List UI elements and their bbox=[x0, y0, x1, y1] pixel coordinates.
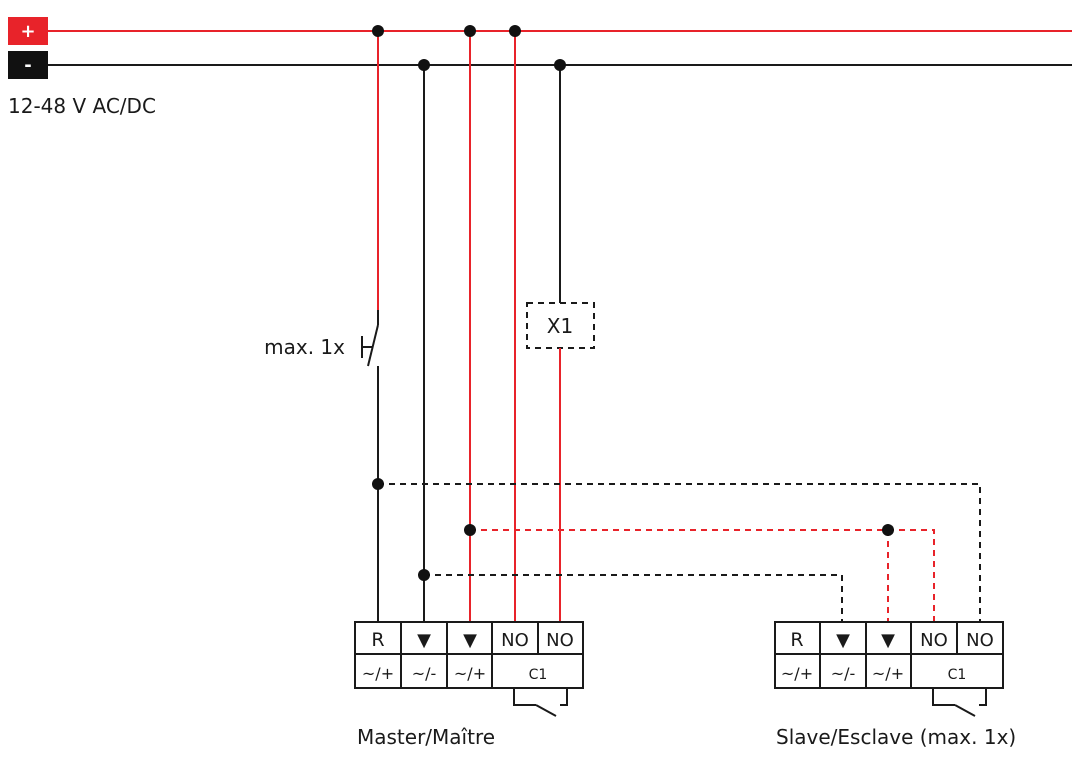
slave-r-link bbox=[378, 483, 981, 622]
slave-module: R ▼ ▼ NO NO ~/+ ~/- ~/+ C1 Slave/Esclave… bbox=[774, 621, 1016, 749]
master-contact-label: C1 bbox=[529, 667, 548, 683]
master-terminal-no2: NO bbox=[546, 630, 574, 651]
slave-no-link bbox=[470, 529, 935, 622]
junction-node bbox=[418, 569, 430, 581]
positive-terminal-label: + bbox=[20, 21, 35, 42]
slave-terminal-pos1: ~/+ bbox=[781, 664, 813, 683]
junction-node bbox=[372, 478, 384, 490]
slave-caption: Slave/Esclave (max. 1x) bbox=[776, 725, 1016, 749]
pushbutton-label: max. 1x bbox=[264, 335, 345, 359]
slave-terminal-neg: ~/- bbox=[831, 664, 856, 683]
master-terminal-pos1: ~/+ bbox=[362, 664, 394, 683]
master-caption: Master/Maître bbox=[357, 725, 495, 749]
load-x1-label: X1 bbox=[547, 314, 573, 338]
negative-terminal-label: - bbox=[24, 55, 31, 76]
slave-arrow-down-icon: ▼ bbox=[881, 630, 895, 651]
slave-terminal-no2: NO bbox=[966, 630, 994, 651]
slave-terminal-r: R bbox=[790, 629, 803, 651]
junction-node bbox=[372, 25, 384, 37]
slave-terminal-pos2: ~/+ bbox=[872, 664, 904, 683]
master-terminal-neg: ~/- bbox=[412, 664, 437, 683]
pushbutton-contact-blade bbox=[367, 324, 379, 367]
negative-terminal-badge bbox=[8, 51, 48, 79]
master-arrow-down-icon: ▼ bbox=[463, 630, 477, 651]
master-arrow-down-icon: ▼ bbox=[417, 630, 431, 651]
junction-node bbox=[418, 59, 430, 71]
junction-node bbox=[464, 524, 476, 536]
slave-contact-icon bbox=[932, 688, 955, 706]
master-terminal-no1: NO bbox=[501, 630, 529, 651]
slave-neg-link bbox=[424, 574, 843, 622]
junction-node bbox=[464, 25, 476, 37]
supply-voltage-label: 12-48 V AC/DC bbox=[8, 94, 156, 118]
master-module: R ▼ ▼ NO NO ~/+ ~/- ~/+ C1 Master/Maître bbox=[354, 621, 584, 749]
positive-terminal-badge bbox=[8, 17, 48, 45]
slave-arrow-down-icon: ▼ bbox=[836, 630, 850, 651]
master-terminal-pos2: ~/+ bbox=[454, 664, 486, 683]
master-terminal-r: R bbox=[371, 629, 384, 651]
slave-terminal-no1: NO bbox=[920, 630, 948, 651]
junction-node bbox=[882, 524, 894, 536]
slave-contact-label: C1 bbox=[948, 667, 967, 683]
junction-node bbox=[554, 59, 566, 71]
junction-node bbox=[509, 25, 521, 37]
master-contact-icon bbox=[513, 688, 536, 706]
